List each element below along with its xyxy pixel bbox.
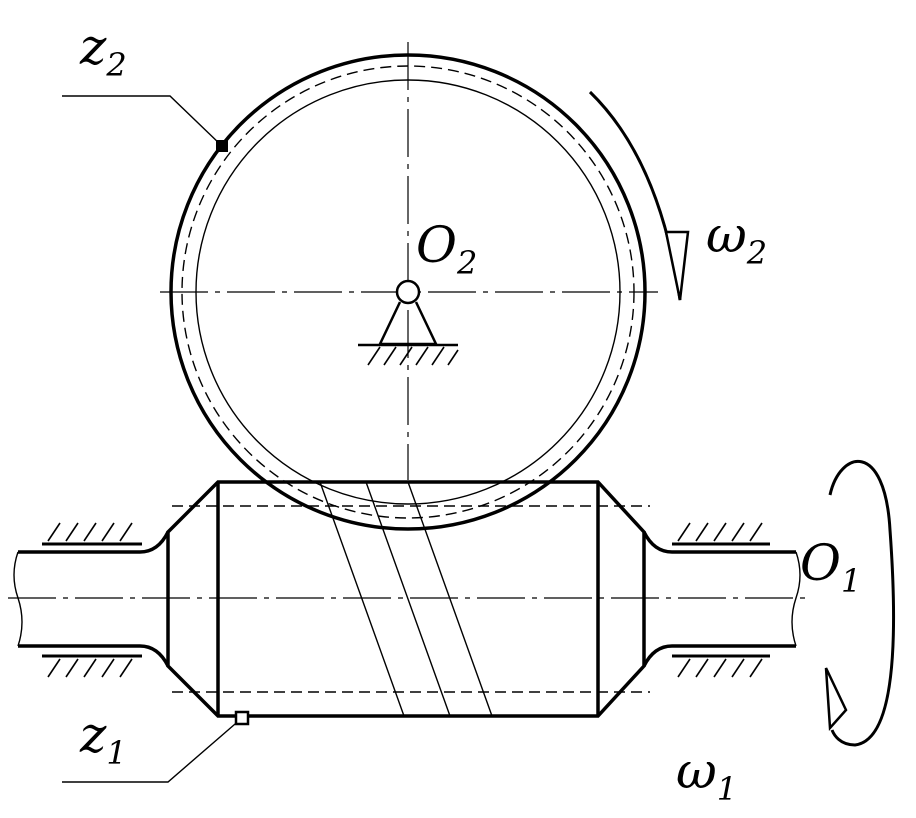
label-z2: z2 xyxy=(79,18,127,84)
omega1-arrowhead xyxy=(824,667,848,732)
left-shaft-break xyxy=(13,551,23,647)
pivot-hinge xyxy=(395,279,421,305)
pivot-ground-hatch xyxy=(367,346,459,366)
omega2-arrowhead xyxy=(664,230,690,301)
right-shaft-break xyxy=(791,551,801,647)
right-shaft xyxy=(642,531,796,667)
right-bearing xyxy=(672,522,770,678)
z2-leader xyxy=(62,95,228,152)
worm-body xyxy=(166,480,646,718)
worm-wheel xyxy=(160,42,658,531)
z2-marker xyxy=(216,140,228,152)
label-O2: O2 xyxy=(416,216,477,282)
worm-threads xyxy=(319,481,493,717)
omega2-rotation-arrow xyxy=(588,90,690,301)
label-O1: O1 xyxy=(800,534,861,600)
omega1-rotation-arrow xyxy=(824,460,896,747)
left-shaft xyxy=(18,531,170,667)
label-omega1: ω1 xyxy=(676,742,737,808)
z1-marker xyxy=(234,710,250,726)
wheel-pivot-support xyxy=(358,279,459,366)
z1-leader xyxy=(62,710,250,783)
label-omega2: ω2 xyxy=(706,206,767,272)
left-bearing xyxy=(42,522,142,678)
worm xyxy=(8,480,806,718)
label-z1: z1 xyxy=(79,706,127,772)
